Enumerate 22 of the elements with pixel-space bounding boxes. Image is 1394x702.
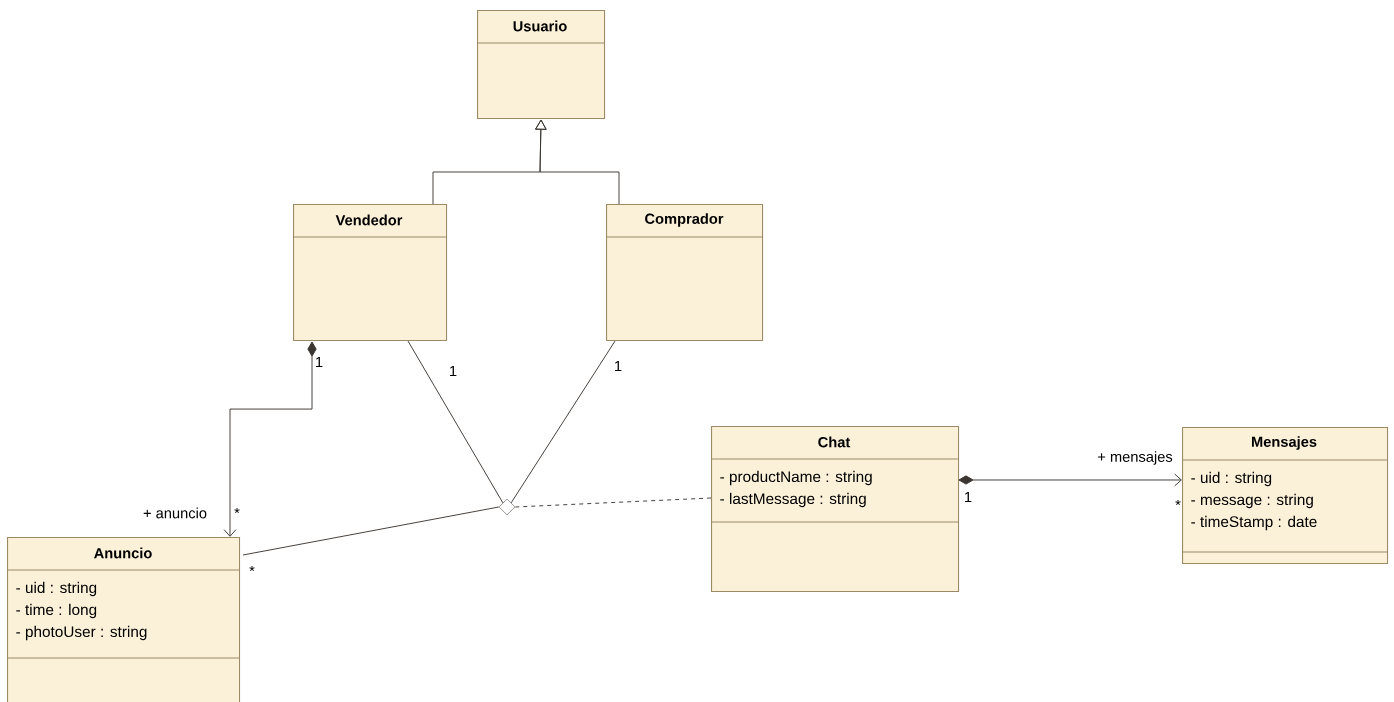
connector — [514, 497, 712, 508]
association-diamond — [498, 498, 516, 516]
multiplicity: * — [234, 507, 240, 514]
connector — [242, 506, 500, 556]
class-box: Usuario — [476, 10, 606, 120]
multiplicity: 1 — [965, 491, 972, 503]
class-box: Vendedor — [292, 204, 448, 342]
multiplicity: 1 — [615, 360, 622, 372]
multiplicity: * — [249, 565, 255, 572]
connector — [535, 119, 620, 205]
connector — [407, 340, 504, 504]
class-box: Anuncio - uid : string - time : long - photoUser : string — [6, 537, 241, 702]
connector — [223, 341, 317, 537]
connector — [510, 340, 616, 504]
multiplicity: 1 — [450, 365, 457, 377]
role-label: + mensajes — [1095, 449, 1175, 467]
multiplicity: 1 — [316, 356, 323, 368]
class-box: Comprador — [605, 204, 764, 342]
class-box: Mensajes - uid : string - message : string - timeStamp : date — [1181, 427, 1389, 565]
role-label: + anuncio — [141, 506, 209, 520]
connector — [958, 473, 1182, 487]
class-box: Chat - productName : string - lastMessage : string — [710, 426, 960, 593]
